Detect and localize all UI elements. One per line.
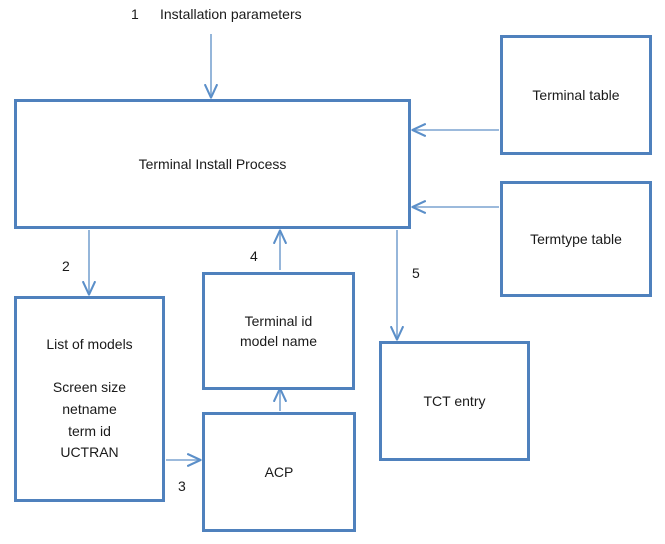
box-terminal-table-label: Terminal table — [532, 86, 620, 103]
installation-parameters-label: Installation parameters — [160, 6, 302, 22]
step-number-5: 5 — [412, 265, 420, 281]
box-termtype-table[interactable]: Termtype table — [500, 181, 652, 297]
step-number-2: 2 — [62, 258, 70, 274]
box-terminal-id-model-name-label: Terminal id model name — [239, 312, 318, 349]
box-terminal-id-model-name[interactable]: Terminal id model name — [202, 272, 355, 390]
box-list-of-models-label: List of models Screen size netname term … — [46, 335, 133, 461]
box-terminal-install-process[interactable]: Terminal Install Process — [14, 99, 411, 229]
step-number-1: 1 — [131, 6, 139, 22]
box-acp[interactable]: ACP — [202, 412, 356, 532]
step-number-4: 4 — [250, 248, 258, 264]
box-terminal-table[interactable]: Terminal table — [500, 35, 652, 155]
box-list-of-models[interactable]: List of models Screen size netname term … — [14, 296, 165, 502]
box-terminal-install-process-label: Terminal Install Process — [138, 155, 287, 172]
box-acp-label: ACP — [264, 463, 294, 480]
box-tct-entry-label: TCT entry — [423, 392, 486, 409]
box-tct-entry[interactable]: TCT entry — [379, 341, 530, 461]
box-termtype-table-label: Termtype table — [530, 230, 622, 247]
step-number-3: 3 — [178, 478, 186, 494]
